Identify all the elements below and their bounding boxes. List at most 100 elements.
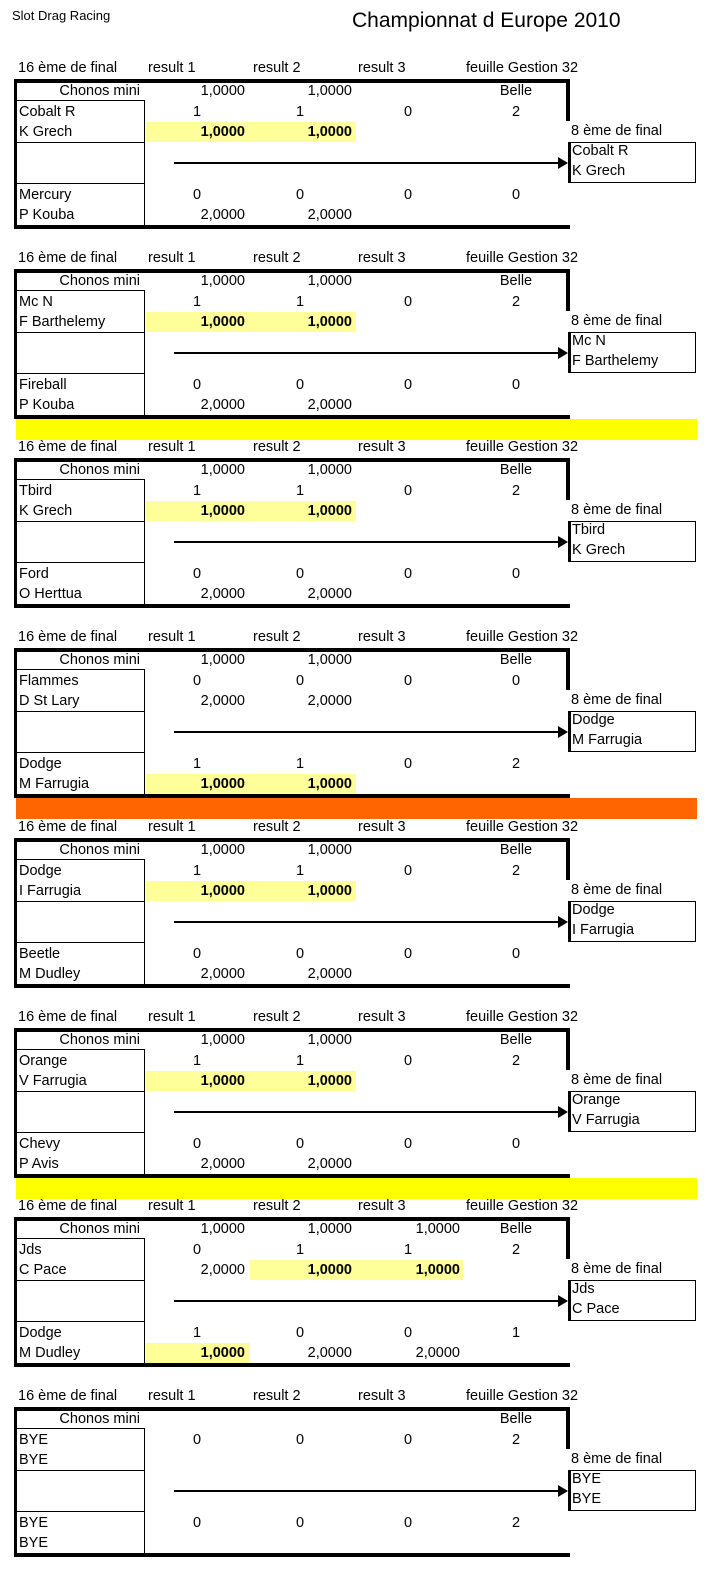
- score: 0: [403, 1432, 413, 1448]
- box-top: [14, 458, 570, 462]
- winner-driver: I Farrugia: [572, 922, 635, 938]
- win-highlight: [250, 1071, 356, 1091]
- round-label: 16 ème de final: [18, 1009, 118, 1025]
- result-1-header: result 1: [148, 1198, 196, 1214]
- separator-band: [16, 419, 697, 440]
- next-round-box: [568, 711, 696, 752]
- winner-driver: F Barthelemy: [572, 353, 659, 369]
- car-name: Mercury: [19, 187, 72, 203]
- chrono-label: Chonos mini: [59, 83, 140, 99]
- row-divider: [16, 290, 145, 291]
- row-divider: [16, 183, 145, 184]
- box-right: [566, 1028, 570, 1070]
- result-1-header: result 1: [148, 439, 196, 455]
- score: 2: [511, 294, 521, 310]
- score: 0: [192, 1432, 202, 1448]
- win-highlight: [250, 122, 356, 142]
- driver-name: BYE: [19, 1535, 49, 1551]
- chrono-value: 1,0000: [200, 1032, 245, 1048]
- car-name: Beetle: [19, 946, 61, 962]
- belle-label: Belle: [499, 273, 533, 289]
- score: 2: [511, 1432, 521, 1448]
- score: 0: [295, 377, 305, 393]
- time: 2,0000: [200, 586, 245, 602]
- box-left: [14, 79, 17, 229]
- chrono-value: 1,0000: [307, 83, 352, 99]
- score: 0: [295, 566, 305, 582]
- row-divider: [16, 901, 145, 902]
- chrono-value: 1,0000: [200, 462, 245, 478]
- result-1-header: result 1: [148, 1009, 196, 1025]
- row-divider: [16, 562, 145, 563]
- chrono-label: Chonos mini: [59, 1411, 140, 1427]
- score: 0: [403, 294, 413, 310]
- winner-car: Dodge: [572, 712, 615, 728]
- driver-name: C Pace: [19, 1262, 67, 1278]
- time: 1,0000: [200, 503, 245, 519]
- winner-car: Jds: [572, 1281, 595, 1297]
- box-bottom: [14, 1174, 570, 1178]
- time: 2,0000: [307, 1156, 352, 1172]
- driver-name: P Kouba: [19, 397, 75, 413]
- score: 1: [192, 294, 202, 310]
- row-divider: [16, 100, 145, 101]
- score: 1: [295, 756, 305, 772]
- time: 2,0000: [200, 1156, 245, 1172]
- chrono-value: 1,0000: [307, 462, 352, 478]
- score: 0: [192, 1242, 202, 1258]
- page-title: Championnat d Europe 2010: [352, 9, 621, 32]
- driver-name: M Farrugia: [19, 776, 90, 792]
- car-name: Fireball: [19, 377, 67, 393]
- score: 0: [511, 377, 521, 393]
- score: 1: [192, 483, 202, 499]
- score: 0: [192, 566, 202, 582]
- row-divider: [16, 942, 145, 943]
- score: 0: [403, 1325, 413, 1341]
- belle-label: Belle: [499, 842, 533, 858]
- box-bottom: [14, 1363, 570, 1367]
- winner-car: Orange: [572, 1092, 621, 1108]
- time: 1,0000: [307, 883, 352, 899]
- row-divider: [16, 711, 145, 712]
- score: 0: [295, 946, 305, 962]
- result-1-header: result 1: [148, 250, 196, 266]
- row-divider: [16, 752, 145, 753]
- score: 0: [295, 673, 305, 689]
- row-divider: [16, 1428, 145, 1429]
- score: 0: [403, 104, 413, 120]
- score: 0: [295, 187, 305, 203]
- win-highlight: [146, 122, 250, 142]
- box-left: [14, 458, 17, 608]
- driver-name: P Avis: [19, 1156, 59, 1172]
- chrono-value: 1,0000: [415, 1221, 460, 1237]
- result-3-header: result 3: [358, 60, 406, 76]
- arrow-line: [174, 162, 560, 164]
- score: 0: [511, 946, 521, 962]
- sheet-label: feuille Gestion 32: [466, 439, 579, 455]
- score: 2: [511, 1515, 521, 1531]
- time: 1,0000: [415, 1262, 460, 1278]
- result-2-header: result 2: [253, 1388, 301, 1404]
- score: 0: [511, 187, 521, 203]
- time: 1,0000: [200, 776, 245, 792]
- separator-band: [16, 798, 697, 819]
- arrow-head-icon: [558, 1485, 568, 1497]
- box-top: [14, 1217, 570, 1221]
- score: 2: [511, 756, 521, 772]
- sheet-label: feuille Gestion 32: [466, 250, 579, 266]
- score: 0: [192, 1136, 202, 1152]
- score: 0: [192, 377, 202, 393]
- row-divider: [16, 669, 145, 670]
- box-left: [14, 1407, 17, 1557]
- next-round-box: [568, 1091, 696, 1132]
- score: 0: [403, 673, 413, 689]
- win-highlight: [250, 774, 356, 794]
- score: 0: [192, 1515, 202, 1531]
- win-highlight: [250, 501, 356, 521]
- score: 0: [511, 1136, 521, 1152]
- row-divider: [16, 142, 145, 143]
- score: 1: [192, 1325, 202, 1341]
- driver-name: I Farrugia: [19, 883, 82, 899]
- score: 0: [403, 1515, 413, 1531]
- driver-name: BYE: [19, 1452, 49, 1468]
